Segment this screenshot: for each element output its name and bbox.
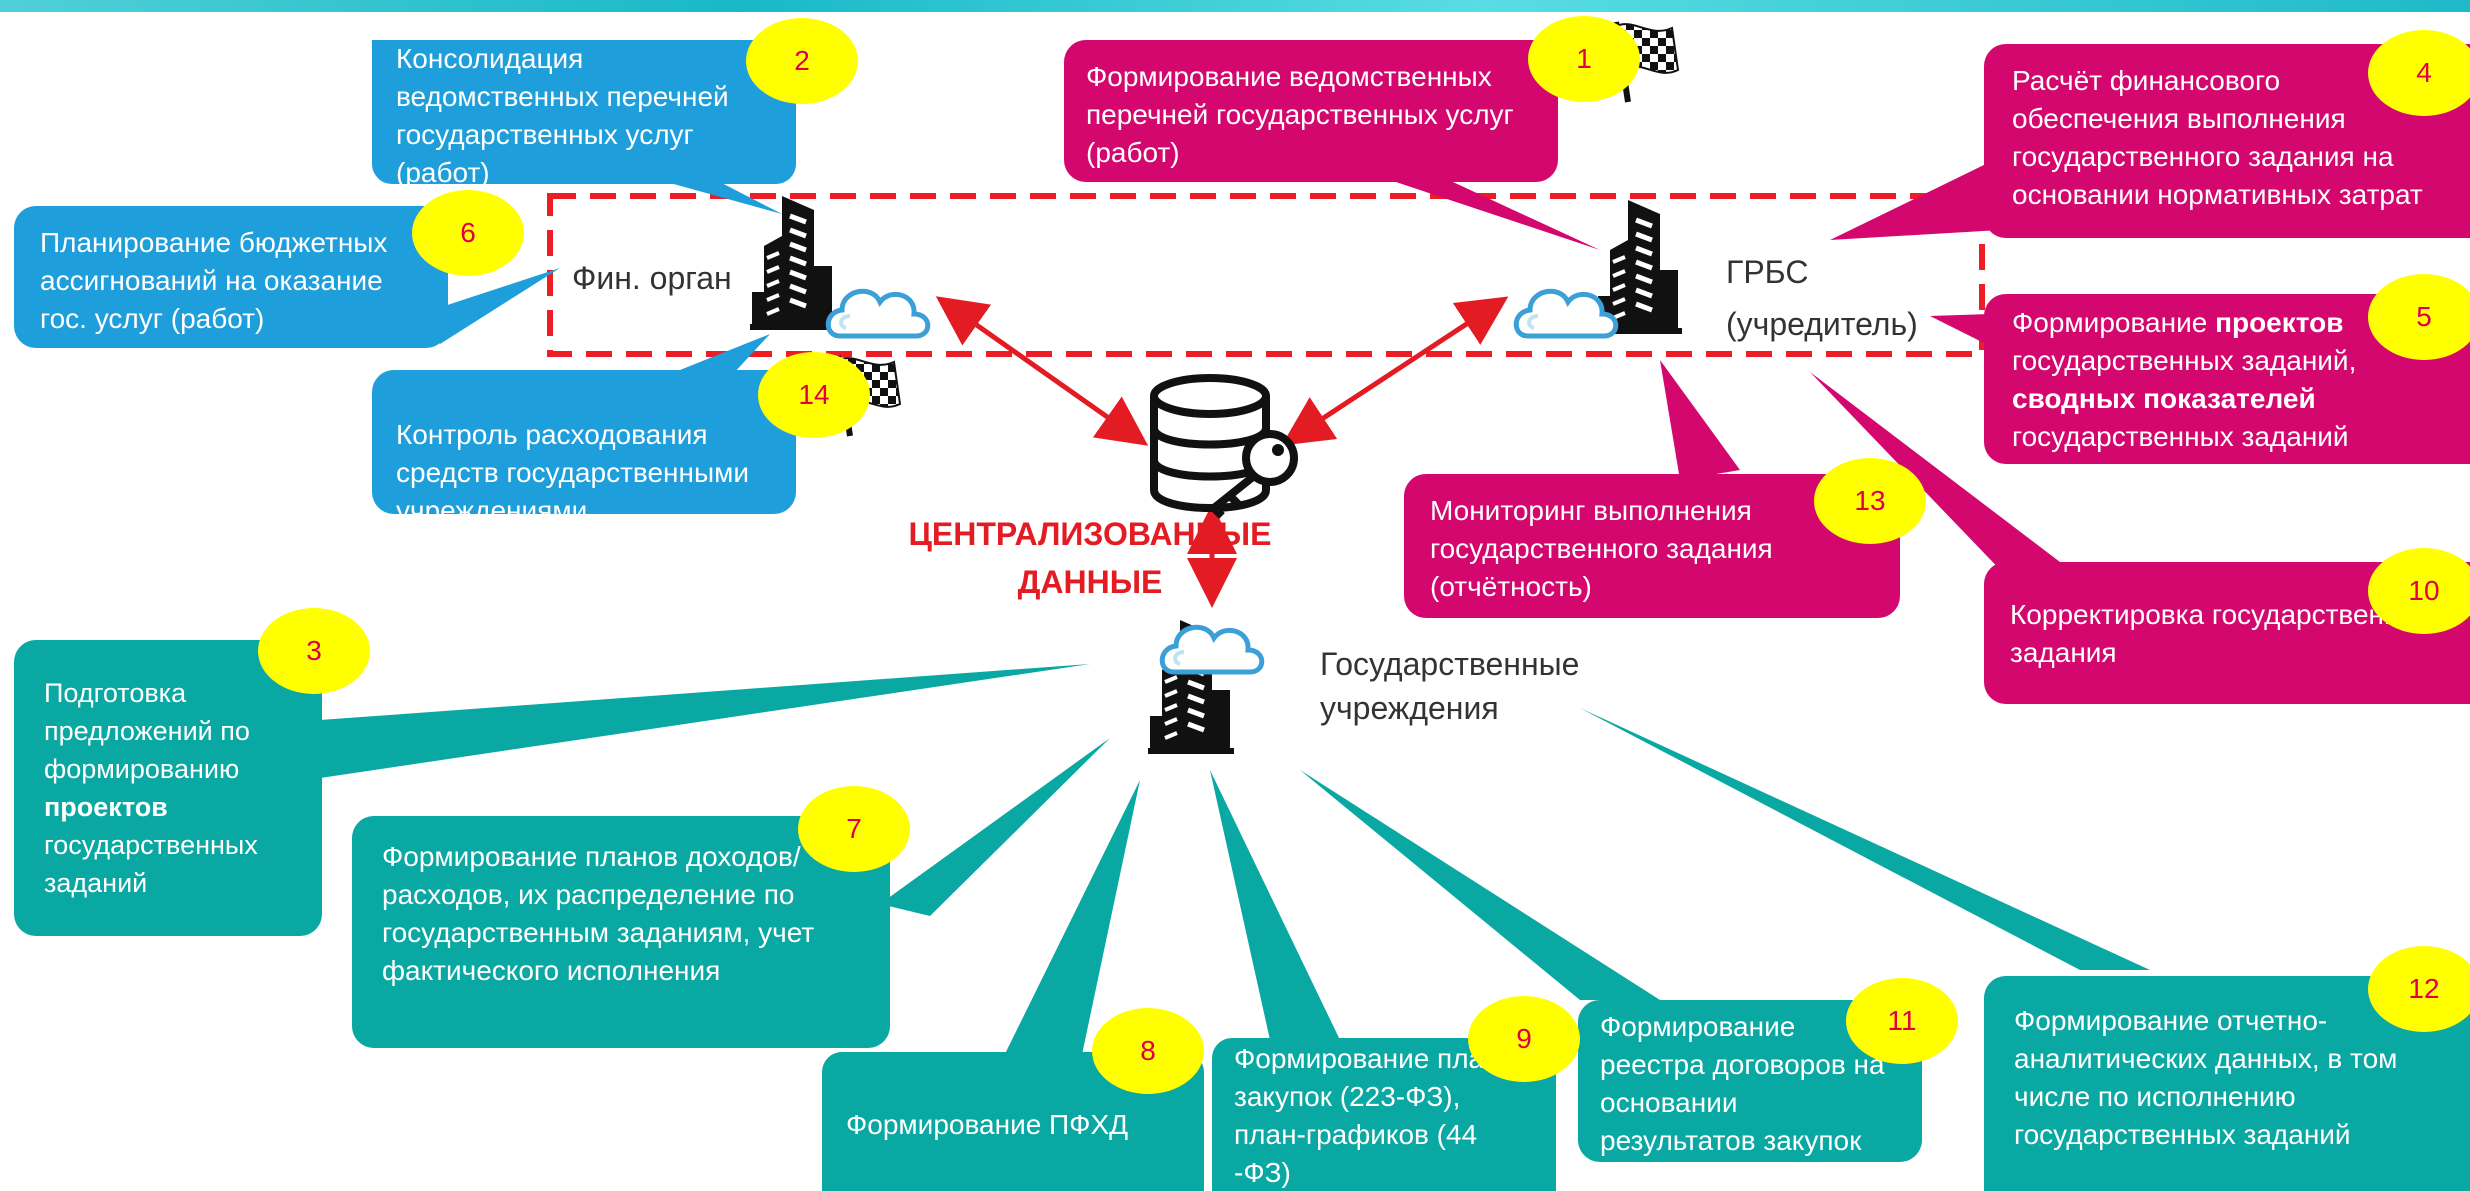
centralized-data-line1: ЦЕНТРАЛИЗОВАННЫЕ	[908, 516, 1272, 552]
building-icon	[750, 196, 836, 330]
step-badge-4: 4	[2368, 30, 2470, 116]
callout-tail-7	[880, 738, 1110, 916]
step-badge-6: 6	[412, 190, 524, 276]
centralized-data-line2: ДАННЫЕ	[1017, 564, 1163, 600]
callout-tail-3	[320, 664, 1090, 778]
step-badge-10: 10	[2368, 548, 2470, 634]
step-badge-7: 7	[798, 786, 910, 872]
callout-step-6-text: Планирование бюджетных ассигнований на о…	[40, 227, 388, 334]
top-decorative-band	[0, 0, 2470, 12]
callout-step-7: Формирование планов доходов/расходов, их…	[352, 816, 890, 1048]
centralized-data-label: ЦЕНТРАЛИЗОВАННЫЕ ДАННЫЕ	[800, 510, 1380, 606]
callout-tail-5	[1930, 314, 1990, 346]
callout-step-1-text: Формирование ведомственных перечней госу…	[1086, 61, 1514, 168]
callout-step-4: Расчёт финансового обеспечения выполнени…	[1984, 44, 2470, 238]
arrow-fin-to-data	[935, 296, 1149, 446]
callout-step-13-text: Мониторинг выполнения государственного з…	[1430, 495, 1773, 602]
callout-tail-2	[652, 178, 782, 214]
callout-step-5-text-c: государственных заданий	[2012, 421, 2349, 452]
step-badge-14: 14	[758, 352, 870, 438]
step-badge-8: 8	[1092, 1008, 1204, 1094]
step-badge-2: 2	[746, 18, 858, 104]
callout-tail-10	[1810, 372, 2060, 580]
callout-step-11-text: Формирование реестра договоров на основа…	[1600, 1011, 1885, 1156]
callout-step-3-text-b: государственных заданий	[44, 830, 258, 898]
callout-step-4-text: Расчёт финансового обеспечения выполнени…	[2012, 65, 2423, 210]
cloud-icon	[828, 291, 928, 336]
callout-tail-1	[1360, 170, 1600, 250]
grbs-label-line2: (учредитель)	[1726, 306, 1918, 342]
callout-tail-6	[420, 268, 560, 344]
fin-organ-label: Фин. орган	[572, 260, 732, 296]
step-badge-9: 9	[1468, 996, 1580, 1082]
callout-step-5-text-b: государственных заданий,	[2012, 345, 2357, 376]
arrow-grbs-to-data	[1281, 296, 1509, 446]
step-badge-13: 13	[1814, 458, 1926, 544]
step-badge-3: 3	[258, 608, 370, 694]
step-badge-5: 5	[2368, 274, 2470, 360]
callout-step-3: Подготовка предложений по формированию п…	[14, 640, 322, 936]
callout-tail-9	[1210, 770, 1340, 1040]
grbs-label: ГРБС (учредитель)	[1726, 250, 1918, 346]
database-key-icon	[1150, 374, 1298, 519]
callout-step-14: Контроль расходования средств государств…	[372, 370, 796, 526]
callout-step-1: Формирование ведомственных перечней госу…	[1064, 40, 1558, 182]
callout-step-5-text-a: Формирование	[2012, 307, 2208, 338]
callout-step-3-text-a: Подготовка предложений по формированию	[44, 678, 250, 784]
dashed-frame	[547, 193, 1985, 357]
callout-tail-8	[1000, 780, 1140, 1064]
step-badge-11: 11	[1846, 978, 1958, 1064]
callout-step-8-text: Формирование ПФХД	[846, 1109, 1129, 1140]
callout-tail-12	[1580, 708, 2150, 970]
callout-tail-13	[1660, 360, 1740, 480]
callout-step-12: Формирование отчетно-аналитических данны…	[1984, 976, 2470, 1191]
institutions-label-line1: Государственные	[1320, 646, 1580, 682]
callout-step-5-bold-b: сводных показателей	[2012, 383, 2316, 414]
callout-step-7-text: Формирование планов доходов/расходов, их…	[382, 841, 815, 986]
callout-tail-4	[1830, 162, 2000, 240]
step-badge-1: 1	[1528, 16, 1640, 102]
callout-step-3-bold: проектов	[44, 792, 168, 822]
cloud-icon	[1162, 627, 1262, 672]
callout-tail-11	[1300, 770, 1660, 1000]
grbs-label-line1: ГРБС	[1726, 254, 1809, 290]
callout-step-12-text: Формирование отчетно-аналитических данны…	[2014, 1005, 2398, 1150]
callout-step-5-bold-a: проектов	[2215, 307, 2344, 338]
callout-step-2-text: Консолидация ведомственных перечней госу…	[396, 43, 729, 188]
callout-step-6: Планирование бюджетных ассигнований на о…	[14, 206, 448, 348]
step-badge-12: 12	[2368, 946, 2470, 1032]
callout-step-10-text: Корректировка государственного задания	[2010, 599, 2441, 668]
callout-step-2: Консолидация ведомственных перечней госу…	[372, 40, 796, 188]
callout-step-14-text: Контроль расходования средств государств…	[396, 419, 749, 526]
institutions-label-line2: учреждения	[1320, 690, 1499, 726]
callout-step-9-text: Формирование планов закупок (223-ФЗ), пл…	[1234, 1043, 1531, 1188]
institutions-label: Государственные учреждения	[1320, 642, 1579, 730]
